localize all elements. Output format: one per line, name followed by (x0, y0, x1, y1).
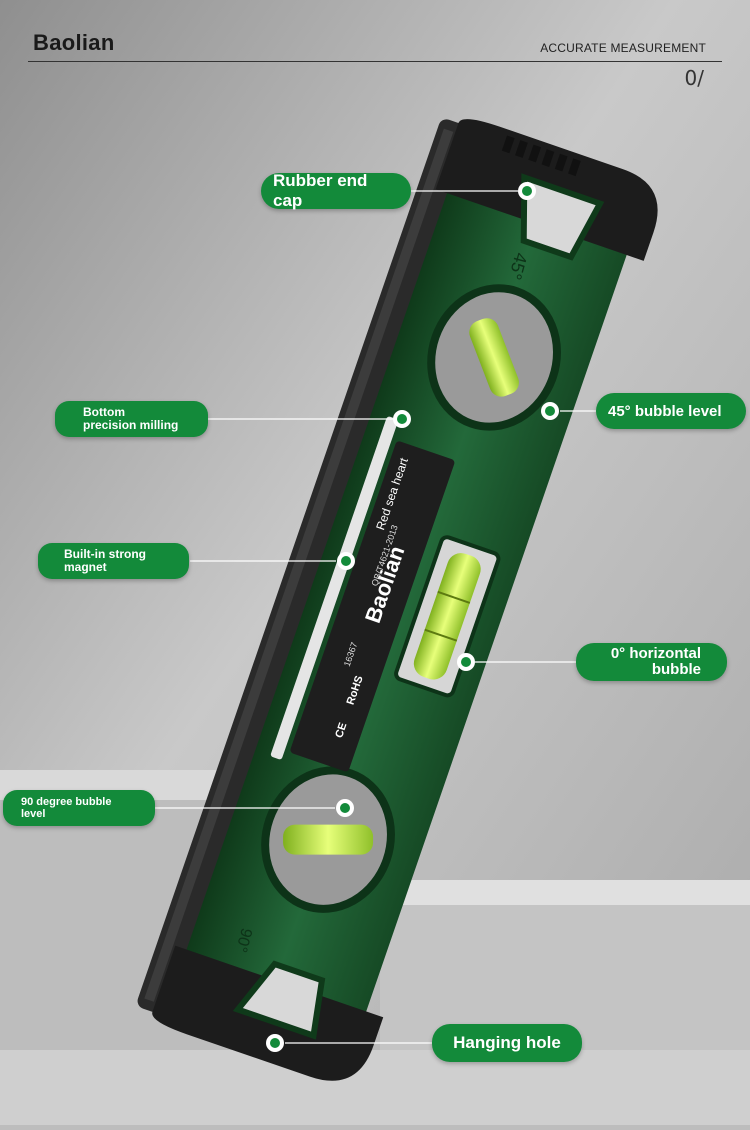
callout-rubber-end-cap: Rubber end cap (261, 171, 411, 210)
callout-horizontal-bubble: 0° horizontal bubble (576, 643, 727, 681)
vial-45 (469, 318, 519, 397)
callout-horizontal-line1: 0° horizontal (610, 645, 701, 662)
callout-90-bubble-line1: 90 degree bubble (21, 796, 112, 808)
mark-90: 90° (232, 926, 255, 954)
callout-45-bubble: 45° bubble level (596, 393, 746, 429)
vial-90 (283, 824, 374, 855)
callout-90-bubble: 90 degree bubble level (3, 790, 155, 826)
label-ce: CE (333, 721, 349, 739)
torpedo-level (137, 119, 658, 1081)
callout-hanging-hole-text: Hanging hole (453, 1033, 561, 1052)
callout-horizontal-line2: bubble (651, 661, 701, 678)
header-divider (28, 61, 722, 62)
callout-magnet: Built-in strong magnet (38, 543, 189, 579)
page-header: Baolian ACCURATE MEASUREMENT 0/ (0, 0, 750, 100)
callout-magnet-line1: Built-in strong (64, 547, 146, 561)
tagline: ACCURATE MEASUREMENT (540, 41, 706, 55)
concrete-floor (0, 1050, 750, 1125)
callout-90-bubble-line2: level (21, 808, 46, 820)
callout-hanging-hole: Hanging hole (432, 1024, 582, 1062)
callout-magnet-line2: magnet (64, 560, 107, 574)
callout-rubber-end-cap-text: Rubber end cap (273, 171, 368, 210)
callout-bottom-milling-line2: precision milling (83, 418, 179, 432)
callout-45-bubble-text: 45° bubble level (608, 402, 722, 420)
callout-dots (266, 182, 559, 1052)
callout-bottom-milling-line1: Bottom (83, 405, 125, 419)
vial-0 (413, 553, 481, 680)
page-number: 0/ (684, 66, 704, 90)
brand-name: Baolian (33, 30, 115, 55)
callout-bottom-milling: Bottom precision milling (55, 401, 208, 437)
concrete-block-right-top (380, 880, 750, 905)
label-plate (290, 441, 455, 772)
